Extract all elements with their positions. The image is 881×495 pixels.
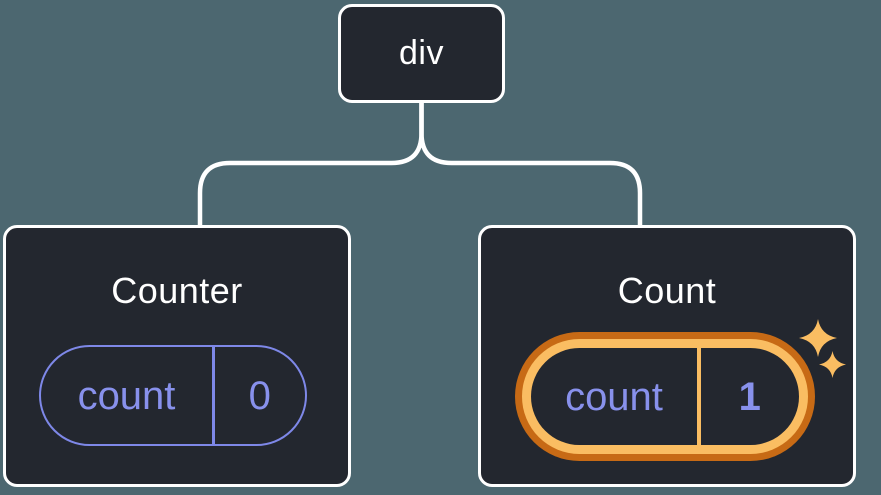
count-card-title: Count	[617, 270, 717, 311]
count-card: Count count 1	[478, 225, 856, 487]
pill-divider	[212, 347, 215, 444]
sparkle-large-icon	[799, 319, 837, 357]
connector-right-branch	[419, 101, 643, 228]
root-node: div	[338, 4, 505, 103]
state-key-label: count	[565, 374, 663, 419]
state-value: 1	[738, 374, 761, 419]
counter-state-pill: count 0	[39, 345, 307, 446]
highlight-ring: count 1	[522, 339, 808, 454]
connector-left-branch	[197, 101, 424, 228]
counter-card-title: Counter	[111, 270, 243, 311]
root-node-label: div	[399, 34, 444, 72]
highlighted-state-pill: count 1	[515, 332, 815, 461]
counter-card: Counter count 0	[3, 225, 351, 487]
pill-divider	[697, 348, 701, 445]
count-state-pill: count 1	[531, 348, 799, 445]
sparkle-small-icon	[819, 351, 846, 378]
state-key-label: count	[77, 373, 176, 418]
state-value: 0	[248, 373, 271, 418]
